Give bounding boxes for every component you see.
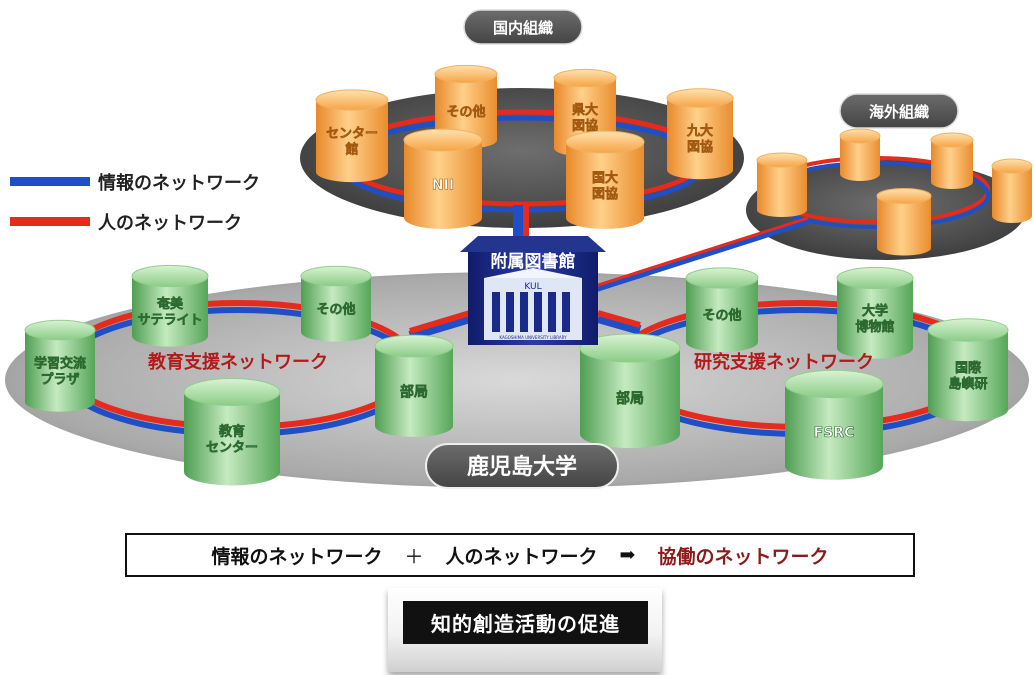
legend-info-swatch bbox=[10, 177, 90, 186]
legend-info-label: 情報のネットワーク bbox=[98, 172, 260, 194]
promotion-banner: 知的創造活動の促進 bbox=[403, 601, 648, 644]
legend: 情報のネットワーク 人のネットワーク bbox=[10, 172, 260, 234]
formula-plus: ＋ bbox=[404, 545, 424, 568]
svg-text:国内組織: 国内組織 bbox=[493, 19, 553, 37]
education-node-0-label-line-1: サテライト bbox=[137, 313, 202, 328]
education-node-2-label-line-0: 学習交流 bbox=[34, 355, 86, 371]
domestic-node-0-label-line-0: センター bbox=[326, 127, 378, 142]
education-network-title: 教育支援ネットワーク bbox=[148, 351, 328, 373]
education-node-1-cylinder: その他 bbox=[300, 265, 372, 342]
research-node-3-label-line-0: 部局 bbox=[616, 390, 644, 407]
library-logo: KUL bbox=[524, 282, 541, 292]
research-network-title: 研究支援ネットワーク bbox=[694, 351, 874, 373]
university-pill: 鹿児島大学 bbox=[425, 443, 619, 489]
legend-human-label: 人のネットワーク bbox=[98, 213, 242, 234]
domestic-node-4-cylinder: NII bbox=[403, 128, 483, 229]
domestic-node-5-label-line-1: 図協 bbox=[592, 186, 618, 202]
research-node-0-cylinder: その他 bbox=[685, 267, 759, 353]
legend-human-swatch bbox=[10, 217, 90, 226]
overseas-node-10-cylinder bbox=[876, 187, 932, 256]
svg-text:鹿児島大学: 鹿児島大学 bbox=[467, 454, 577, 480]
domestic-node-0-label-line-1: 館 bbox=[345, 142, 358, 158]
research-node-4-label-line-0: FSRC bbox=[814, 425, 855, 441]
formula-result: 協働のネットワーク bbox=[657, 545, 829, 568]
domestic-node-4-label-line-0: NII bbox=[432, 177, 454, 193]
education-node-2-label-line-1: プラザ bbox=[40, 372, 79, 387]
svg-text:海外組織: 海外組織 bbox=[869, 103, 929, 121]
overseas-node-8-cylinder bbox=[930, 132, 974, 189]
domestic-node-2-label-line-0: 県大 bbox=[572, 102, 598, 118]
formula-box: 情報のネットワーク ＋ 人のネットワーク ➡ 協働のネットワーク bbox=[125, 533, 915, 577]
formula-info: 情報のネットワーク bbox=[211, 545, 383, 568]
education-node-0-label-line-0: 奄美 bbox=[156, 296, 184, 312]
education-node-1-label-line-0: その他 bbox=[316, 301, 355, 317]
domestic-node-3-label-line-0: 九大 bbox=[686, 123, 713, 139]
research-node-1-label-line-1: 博物館 bbox=[855, 319, 894, 335]
education-node-4-label-line-1: センター bbox=[206, 440, 258, 455]
research-node-2-label-line-1: 島嶼研 bbox=[948, 376, 987, 392]
education-node-4-label-line-0: 教育 bbox=[218, 423, 245, 439]
library-building[interactable]: 附属図書館 KUL KAGOSHIMA UNIVERSITY LIBRARY bbox=[460, 236, 606, 345]
formula-arrow: ➡ bbox=[619, 544, 636, 566]
domestic-node-5-label-line-0: 国大 bbox=[592, 170, 618, 186]
research-node-2-label-line-0: 国際 bbox=[955, 360, 982, 376]
education-node-3-cylinder: 部局 bbox=[374, 334, 454, 437]
research-node-4-cylinder: FSRC bbox=[784, 369, 884, 480]
research-node-0-label-line-0: その他 bbox=[702, 308, 741, 324]
library-title: 附属図書館 bbox=[491, 251, 576, 272]
overseas-node-9-cylinder bbox=[991, 158, 1033, 223]
formula-human: 人のネットワーク bbox=[445, 545, 598, 568]
research-node-1-label-line-0: 大学 bbox=[862, 303, 888, 319]
domestic-node-1-label-line-0: その他 bbox=[446, 104, 485, 120]
overseas-node-6-cylinder bbox=[756, 152, 808, 217]
overseas-pill: 海外組織 bbox=[839, 93, 959, 129]
education-node-3-label-line-0: 部局 bbox=[400, 383, 428, 400]
domestic-pill: 国内組織 bbox=[463, 9, 583, 45]
domestic-node-3-label-line-1: 図協 bbox=[687, 139, 713, 155]
overseas-node-7-cylinder bbox=[839, 128, 881, 181]
library-caption: KAGOSHIMA UNIVERSITY LIBRARY bbox=[499, 335, 567, 340]
domestic-node-2-label-line-1: 図協 bbox=[572, 118, 598, 134]
research-node-3-cylinder: 部局 bbox=[579, 333, 681, 448]
